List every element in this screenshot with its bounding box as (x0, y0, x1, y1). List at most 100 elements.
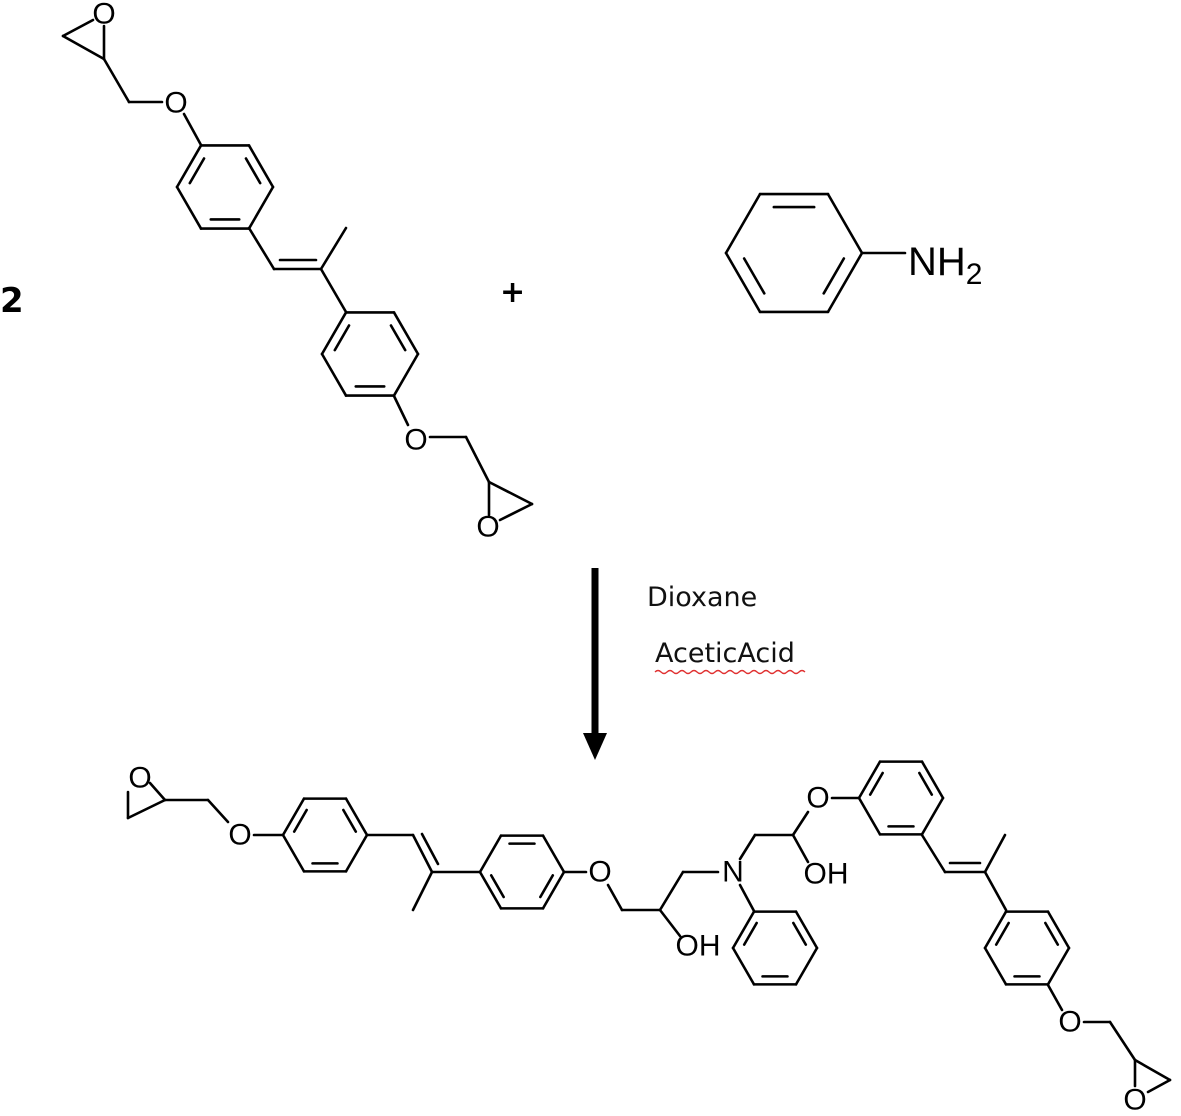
benzene-ring-a-double-bond (292, 808, 308, 833)
atom-o-ether-4: O (588, 856, 611, 889)
chain-bond (658, 870, 685, 912)
atom-o-epoxide-2: O (476, 511, 499, 544)
chain-bond (606, 883, 624, 912)
methyl-bond (411, 870, 434, 912)
benzene-ring-c-double-bond (868, 771, 884, 796)
phenyl-ring-bond (794, 910, 819, 950)
benzene-ring-1-bond (247, 144, 275, 189)
phenyl-ring-bond (731, 946, 756, 986)
n-phenyl-bond (738, 883, 756, 913)
benzene-ring-2-bond (320, 311, 348, 356)
benzene-ring-b-bond (478, 834, 503, 874)
benzene-ring-b-bond (541, 834, 566, 874)
reaction-arrow-head (583, 733, 607, 760)
alkene-double-bond (420, 832, 440, 866)
chain-bond (182, 112, 203, 147)
phenyl-ring-bond (731, 910, 756, 950)
atom-oh-2: OH (804, 858, 849, 891)
atom-o-epoxide-3: O (128, 762, 151, 795)
epoxide-bond (148, 781, 167, 802)
benzene-ring-d-double-bond (1044, 921, 1060, 946)
benzene-ring-1-bond (175, 144, 203, 189)
atom-o-ether-2: O (404, 424, 427, 457)
benzene-ring-d-bond (983, 910, 1008, 950)
bonds (61, 18, 1172, 1094)
plus-sign: + (500, 275, 525, 310)
chain-bond (1046, 983, 1064, 1012)
benzene-ring-a-bond (281, 797, 306, 837)
epoxide-bond (61, 34, 106, 61)
chain-bond (206, 798, 230, 824)
benzene-ring-a-bond (344, 797, 369, 837)
aniline-ring-bond (724, 192, 762, 255)
benzene-ring-2-bond (392, 311, 420, 356)
epoxide-bond (1133, 1058, 1172, 1082)
condition-catalyst: AceticAcid (655, 638, 795, 669)
epoxide-bond (126, 798, 167, 820)
chain-bond (791, 810, 810, 837)
methyl-bond (983, 833, 1007, 874)
epoxide-bond (1146, 1078, 1172, 1094)
methyl-bond (319, 226, 348, 271)
hydroxyl-bond (791, 833, 810, 864)
atom-o-ether-5: O (806, 782, 829, 815)
benzene-ring-b-bond (478, 870, 503, 910)
benzene-ring-c-double-bond (918, 771, 934, 796)
chain-bond (247, 226, 276, 271)
benzene-ring-a-bond (281, 833, 306, 873)
benzene-ring-2-bond (392, 352, 420, 397)
epoxide-bond (61, 18, 95, 38)
phenyl-ring-double-bond (792, 921, 808, 946)
atom-o-ether-3: O (228, 819, 251, 852)
benzene-ring-1-bond (247, 185, 275, 230)
atom-n: N (722, 856, 744, 889)
benzene-ring-b-bond (541, 870, 566, 910)
chain-bond (392, 394, 410, 427)
benzene-ring-d-bond (1046, 910, 1071, 950)
atom-oh-1: OH (676, 930, 721, 963)
spellcheck-underline (654, 669, 806, 675)
benzene-ring-a-bond (344, 833, 369, 873)
aniline-ring-bond (724, 251, 762, 314)
benzene-ring-c-bond (920, 796, 945, 836)
hydroxyl-bond (658, 908, 682, 938)
chain-bond (464, 435, 491, 484)
amine-label: NH2 (908, 240, 982, 291)
phenyl-ring-double-bond (742, 921, 758, 946)
stoichiometric-coefficient: 2 (0, 281, 24, 321)
benzene-ring-2-bond (320, 352, 348, 397)
benzene-ring-c-bond (920, 760, 945, 800)
alkene-bond (411, 833, 434, 874)
aniline-ring-double-bond (822, 257, 846, 295)
chain-bond (920, 833, 947, 874)
benzene-ring-b-double-bond (539, 874, 555, 899)
chain-bond (319, 267, 348, 314)
benzene-ring-d-bond (1046, 946, 1071, 986)
condition-solvent: Dioxane (647, 582, 757, 613)
benzene-ring-a-double-bond (342, 808, 358, 833)
benzene-ring-1-double-bond (244, 157, 262, 185)
aniline-ring-double-bond (742, 257, 766, 295)
atom-o-ether-6: O (1058, 1006, 1081, 1039)
chain-bond (983, 870, 1008, 912)
atom-o-epoxide-4: O (1123, 1084, 1146, 1116)
benzene-ring-1-bond (175, 185, 203, 230)
benzene-ring-2-double-bond (333, 324, 351, 352)
benzene-ring-b-double-bond (489, 874, 505, 899)
benzene-ring-1-double-bond (188, 157, 206, 185)
benzene-ring-d-bond (983, 946, 1008, 986)
benzene-ring-d-double-bond (994, 921, 1010, 946)
epoxide-bond (487, 480, 534, 506)
chain-bond (738, 833, 757, 861)
aniline-ring-bond (826, 251, 864, 314)
epoxide-bond (498, 502, 534, 522)
chain-bond (102, 57, 131, 104)
benzene-ring-c-bond (857, 796, 882, 836)
chain-bond (1108, 1020, 1137, 1062)
aniline-ring-bond (826, 192, 864, 255)
atom-o-ether-1: O (164, 87, 187, 120)
atom-o-epoxide-1: O (92, 0, 115, 31)
benzene-ring-c-bond (857, 760, 882, 800)
benzene-ring-2-double-bond (389, 324, 407, 352)
